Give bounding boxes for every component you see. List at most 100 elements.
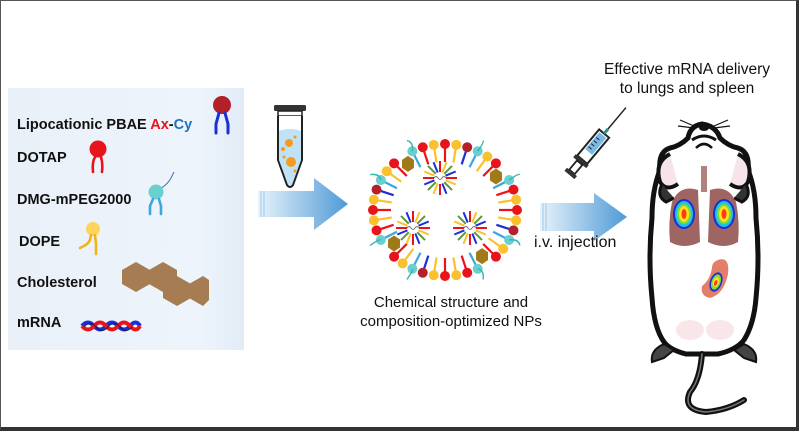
peg-lipid-icon <box>148 171 175 216</box>
injection-label: i.v. injection <box>534 234 617 251</box>
micelle-lipid-mark <box>473 215 483 225</box>
lipid-head-mark <box>508 184 519 195</box>
lipid-nanoparticle <box>368 139 522 281</box>
legend-item-pbae: Lipocationic PBAE Ax-Cy <box>17 117 192 133</box>
lipid-head-mark <box>462 267 473 278</box>
lipid-head-mark <box>397 258 408 269</box>
microcentrifuge-tube-icon <box>274 105 306 188</box>
cholesterol-mark <box>388 235 401 252</box>
lipid-head-mark <box>482 151 493 162</box>
micelle-lipid-mark <box>405 233 412 245</box>
micelle-lipid-mark <box>414 211 421 223</box>
lipid-head-mark <box>490 251 501 262</box>
micelle-lipid-mark <box>473 231 483 241</box>
micelle-lipid-mark <box>443 165 453 175</box>
encapsulated-mrna-mark <box>463 226 477 230</box>
legend-label-ax: Ax <box>150 117 169 133</box>
lipid-head-mark <box>371 225 382 236</box>
nanoparticle-caption: Chemical structure and composition-optim… <box>356 293 546 331</box>
lipid-head-mark <box>368 205 378 215</box>
lipid-head-mark <box>440 271 450 281</box>
pbae-lipid-icon <box>213 96 231 135</box>
cholesterol-mark <box>401 155 414 172</box>
micelle-lipid-mark <box>405 211 412 223</box>
mrna-icon <box>80 320 142 332</box>
micelle-lipid-mark <box>471 233 478 245</box>
encapsulated-mrna-mark <box>406 226 420 230</box>
peg-chain-mark <box>509 239 521 246</box>
lipid-head-mark <box>451 270 462 281</box>
legend-item-peg: DMG-mPEG2000 <box>17 192 132 208</box>
lipid-head-mark <box>407 146 418 157</box>
legend-label-cy: Cy <box>173 117 193 133</box>
legend-label-sep: - <box>168 117 174 133</box>
lipid-head-mark <box>462 142 473 153</box>
micelle-lipid-mark <box>400 231 410 241</box>
lipid-head-mark <box>440 139 450 149</box>
lipid-head-mark <box>375 234 386 245</box>
mixing-arrow <box>258 178 348 230</box>
lipid-head-mark <box>512 205 522 215</box>
micelle-lipid-mark <box>445 170 457 177</box>
micelle-lipid-mark <box>427 165 437 175</box>
peg-chain-mark <box>406 139 414 152</box>
lipid-head-mark <box>490 158 501 169</box>
lipid-head-mark <box>472 146 483 157</box>
micelle-lipid-mark <box>432 161 439 173</box>
micelle-lipid-mark <box>416 215 426 225</box>
lipid-head-mark <box>511 215 522 226</box>
micelle-lipid-mark <box>423 170 435 177</box>
injection-arrow <box>540 193 627 241</box>
micelle-lipid-mark <box>432 183 439 195</box>
dotap-lipid-icon <box>89 140 107 174</box>
lipid-head-mark <box>504 234 515 245</box>
syringe-icon <box>564 107 627 180</box>
lipid-head-mark <box>368 215 379 226</box>
micelle-lipid-mark <box>418 229 430 236</box>
cholesterol-mark <box>489 168 502 185</box>
outcome-title: Effective mRNA delivery to lungs and spl… <box>582 60 792 98</box>
outcome-title-line2: to lungs and spleen <box>619 80 755 97</box>
lipid-head-mark <box>428 139 439 150</box>
micelle-lipid-mark <box>396 220 408 227</box>
micelle-lipid-mark <box>457 215 467 225</box>
legend-item-cholesterol: Cholesterol <box>17 275 97 291</box>
lipid-head-mark <box>389 251 400 262</box>
micelle-lipid-mark <box>453 220 465 227</box>
micelle-lipid-mark <box>441 161 448 173</box>
micelle-lipid-mark <box>400 215 410 225</box>
legend-item-mrna: mRNA <box>17 315 62 331</box>
lipid-head-mark <box>371 184 382 195</box>
lipid-head-mark <box>428 270 439 281</box>
lipid-head-mark <box>417 267 428 278</box>
lipid-head-mark <box>451 139 462 150</box>
dope-lipid-icon <box>78 222 100 256</box>
lipid-head-mark <box>389 158 400 169</box>
lipid-head-mark <box>511 194 522 205</box>
micelle-lipid-mark <box>443 181 453 191</box>
legend-item-dope: DOPE <box>19 234 61 250</box>
cholesterol-mark <box>476 248 489 265</box>
mouse-illustration <box>647 119 761 416</box>
micelle-lipid-mark <box>423 179 435 186</box>
micelle-lipid-mark <box>462 211 469 223</box>
nanoparticle-caption-line2: composition-optimized NPs <box>360 313 542 330</box>
lipid-head-mark <box>381 166 392 177</box>
micelle-lipid-mark <box>418 220 430 227</box>
outcome-title-line1: Effective mRNA delivery <box>604 61 770 78</box>
lipid-head-mark <box>508 225 519 236</box>
encapsulated-mrna-mark <box>433 176 447 180</box>
nanoparticle-caption-line1: Chemical structure and <box>373 294 529 311</box>
legend-item-dotap: DOTAP <box>17 150 67 166</box>
cholesterol-icon <box>122 262 209 306</box>
micelle-lipid-mark <box>475 220 487 227</box>
legend-label-pbae: Lipocationic PBAE <box>17 117 147 133</box>
micelle-lipid-mark <box>457 231 467 241</box>
peg-chain-mark <box>370 173 382 181</box>
micelle-lipid-mark <box>462 233 469 245</box>
micelle-lipid-mark <box>471 211 478 223</box>
micelle-lipid-mark <box>416 231 426 241</box>
micelle-lipid-mark <box>396 229 408 236</box>
micelle-lipid-mark <box>453 229 465 236</box>
micelle-lipid-mark <box>445 179 457 186</box>
